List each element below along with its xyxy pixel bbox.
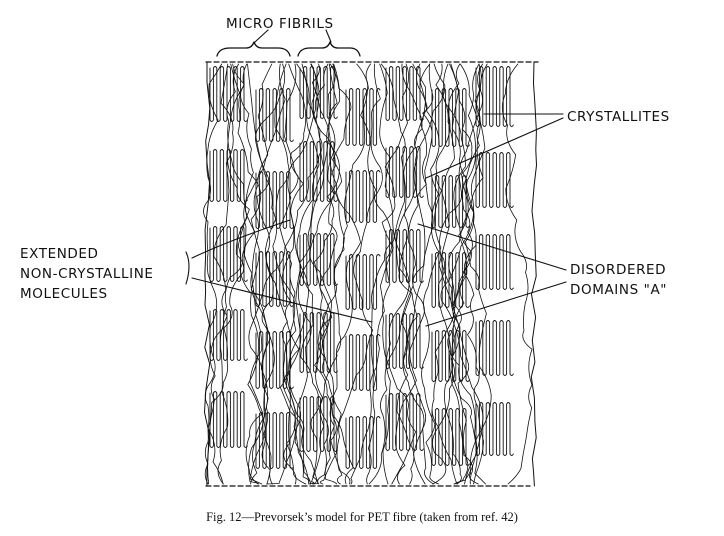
crystallite (345, 254, 381, 310)
tie-molecule (451, 63, 483, 485)
fibril-brace-left (216, 41, 291, 57)
pointer-crystallites-2 (425, 117, 564, 179)
tie-molecule (440, 63, 484, 485)
tie-molecule (248, 63, 323, 485)
crystallite (431, 88, 470, 147)
tie-molecule (442, 63, 485, 485)
crystallite (209, 309, 248, 361)
tie-molecule (451, 63, 488, 485)
fibril-brace-right (297, 41, 361, 57)
tie-molecule (396, 63, 434, 485)
pointer-extended-2 (191, 277, 373, 323)
tie-molecule (367, 63, 416, 485)
pointer-disordered-2 (425, 281, 567, 327)
label-extended-1: EXTENDED (20, 246, 99, 262)
tie-molecule (204, 63, 256, 485)
crystallite (255, 331, 294, 389)
pointer-disordered-1 (417, 223, 567, 271)
crystallite (299, 66, 338, 119)
crystallite (431, 330, 470, 382)
crystallite (475, 66, 514, 127)
tie-molecule (394, 63, 446, 485)
tie-molecule (366, 63, 423, 485)
crystallite (475, 320, 514, 376)
tie-molecule (501, 63, 533, 485)
crystallite (209, 149, 248, 202)
tie-molecule (232, 63, 271, 485)
label-micro-fibrils: MICRO FIBRILS (226, 16, 334, 32)
tie-molecule (435, 63, 462, 485)
tie-molecule (421, 63, 455, 485)
tie-molecule (368, 63, 412, 485)
crystallite (209, 66, 248, 122)
tie-molecule (350, 63, 409, 485)
label-disordered-2: DOMAINS "A" (570, 282, 667, 298)
tie-molecule (310, 63, 342, 485)
crystallite (475, 234, 514, 290)
label-extended-3: MOLECULES (20, 286, 108, 302)
fibre-edge (204, 61, 211, 487)
tie-molecule (280, 63, 320, 485)
tie-molecule (432, 63, 480, 485)
tie-molecule (314, 63, 341, 485)
crystallite (385, 229, 424, 283)
tie-molecule (465, 63, 492, 485)
crystallite (345, 334, 381, 391)
crystallite (255, 171, 294, 229)
pointer-extended-1 (191, 219, 291, 259)
tie-molecule (203, 63, 223, 485)
fibre-artwork (203, 61, 537, 487)
crystallite (385, 66, 424, 121)
crystallite (299, 233, 338, 286)
tie-molecule (299, 63, 325, 485)
tie-molecule (400, 63, 428, 485)
tie-molecule (250, 63, 290, 485)
fibre-edge (530, 61, 537, 487)
tie-molecule (283, 63, 309, 485)
tie-molecule (314, 63, 369, 485)
figure-caption: Fig. 12—Prevorsek’s model for PET fibre … (206, 510, 518, 524)
crystallite (209, 226, 248, 282)
tie-molecule (407, 63, 434, 485)
tie-molecule (336, 63, 383, 485)
tie-molecule (379, 63, 410, 485)
tie-molecule (447, 63, 486, 485)
crystallite (255, 88, 294, 142)
crystallite (385, 393, 424, 451)
label-disordered-1: DISORDERED (570, 262, 666, 278)
crystallite (431, 408, 470, 466)
crystallite (345, 416, 381, 469)
label-crystallites: CRYSTALLITES (567, 109, 670, 125)
crystallite (255, 251, 294, 307)
extended-brace (185, 251, 190, 285)
tie-molecule (307, 63, 338, 485)
fibril-leader-right (325, 29, 332, 43)
crystallite (431, 175, 470, 228)
tie-molecule (243, 63, 286, 485)
pointer-lines (185, 113, 567, 327)
tie-molecule (281, 63, 307, 485)
crystallite (385, 146, 424, 198)
tie-molecule (213, 63, 234, 485)
label-extended-2: NON-CRYSTALLINE (20, 266, 154, 282)
tie-molecule (255, 63, 312, 485)
tie-molecule (327, 63, 345, 485)
tie-molecule (294, 63, 352, 485)
crystallite (345, 88, 381, 146)
tie-molecule (226, 63, 273, 485)
crystallite (475, 402, 514, 456)
tie-molecule (245, 63, 273, 485)
crystallite (209, 391, 248, 448)
fibril-leader-left (254, 29, 269, 43)
